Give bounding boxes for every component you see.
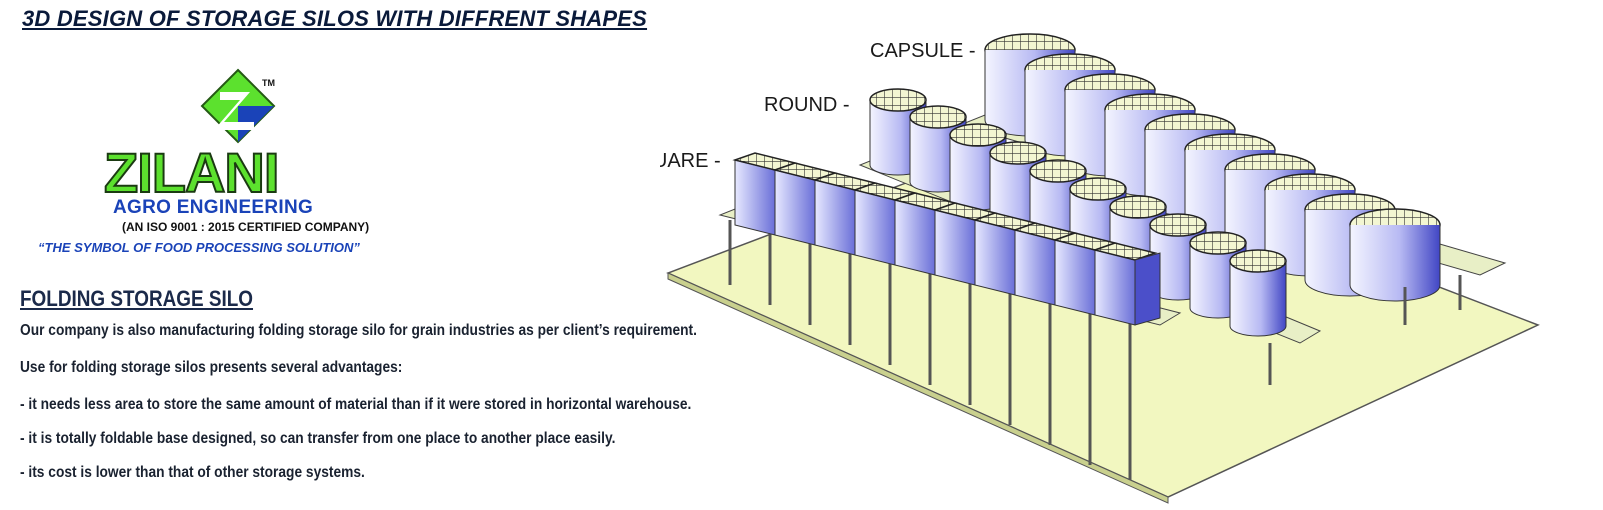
description-line: Our company is also manufacturing foldin… bbox=[20, 322, 697, 339]
round-silo-row bbox=[858, 88, 1322, 385]
advantage-item: - it needs less area to store the same a… bbox=[20, 396, 692, 413]
brand-subtitle: AGRO ENGINEERING bbox=[113, 197, 314, 218]
page-heading: 3D DESIGN OF STORAGE SILOS WITH DIFFRENT… bbox=[22, 6, 648, 31]
description-line: Use for folding storage silos presents s… bbox=[20, 359, 403, 376]
square-label: SQUARE - bbox=[660, 150, 721, 172]
advantage-item: - it is totally foldable base designed, … bbox=[20, 430, 616, 447]
round-label: ROUND - bbox=[764, 94, 850, 116]
capsule-label: CAPSULE - bbox=[870, 40, 976, 62]
brand-tagline: “THE SYMBOL OF FOOD PROCESSING SOLUTION” bbox=[38, 240, 360, 255]
trademark-symbol: TM bbox=[262, 78, 275, 88]
brand-name: ZILANI bbox=[103, 141, 280, 204]
section-title: FOLDING STORAGE SILO bbox=[20, 286, 254, 311]
certification-text: (AN ISO 9001 : 2015 CERTIFIED COMPANY) bbox=[122, 220, 370, 234]
square-silo-row bbox=[718, 152, 1182, 480]
silo-3d-illustration: CAPSULE - ROUND - SQUARE - bbox=[660, 33, 1540, 504]
capsule-silo-row bbox=[958, 33, 1507, 325]
logo-mark-icon bbox=[200, 68, 276, 144]
advantage-item: - its cost is lower than that of other s… bbox=[20, 464, 365, 481]
